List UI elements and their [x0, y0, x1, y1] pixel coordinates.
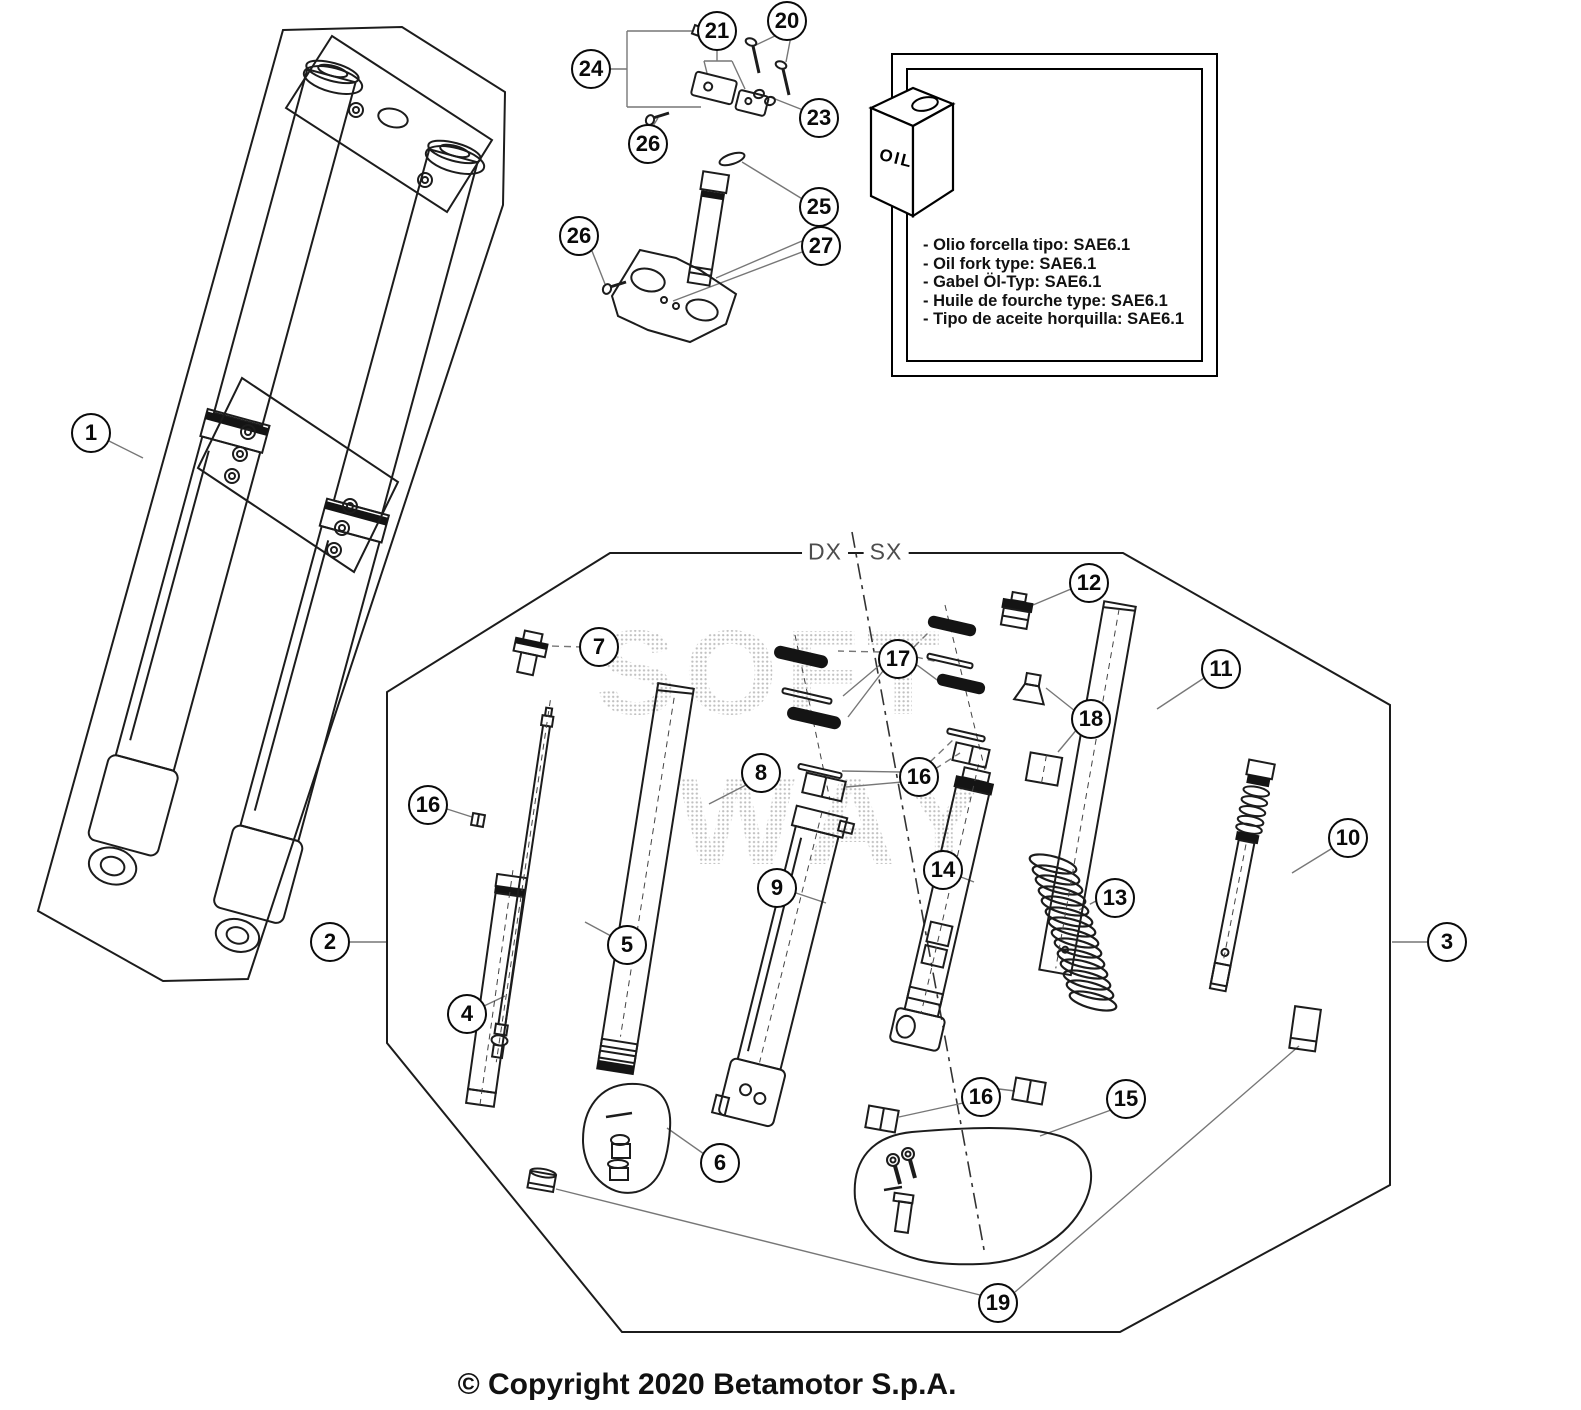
callout-24: 24 [571, 49, 611, 89]
callout-1: 1 [71, 413, 111, 453]
callout-7: 7 [579, 627, 619, 667]
oil-spec-line: - Gabel Öl-Typ: SAE6.1 [923, 273, 1102, 292]
oil-spec-line: - Olio forcella tipo: SAE6.1 [923, 236, 1131, 254]
part-12-cap [999, 590, 1034, 631]
callout-15: 15 [1106, 1079, 1146, 1119]
part-16-bushing-b [1011, 1076, 1047, 1106]
callout-16: 16 [961, 1077, 1001, 1117]
copyright-line: © Copyright 2020 Betamotor S.p.A. [457, 1368, 957, 1401]
part-13-spring [1028, 853, 1118, 1012]
part-16-bushing-a [864, 1104, 900, 1134]
oil-spec-inner-frame: OIL - Olio forcella tipo: SAE6.1 - Oil f… [868, 68, 1203, 362]
oil-spec-box: OIL - Olio forcella tipo: SAE6.1 - Oil f… [868, 53, 1218, 377]
oil-spec-lines: - Olio forcella tipo: SAE6.1 - Oil fork … [923, 236, 1184, 329]
callout-14: 14 [923, 850, 963, 890]
callout-23: 23 [799, 98, 839, 138]
callout-27: 27 [801, 226, 841, 266]
dx-sx-divider-line [851, 531, 986, 1256]
oil-spec-line: - Tipo de aceite horquilla: SAE6.1 [923, 310, 1185, 329]
callout-4: 4 [447, 994, 487, 1034]
callout-8: 8 [741, 753, 781, 793]
label-dx: DX [802, 538, 848, 566]
label-sx: SX [863, 538, 909, 566]
fork-assembly-drawing [36, 25, 507, 983]
part-14-cartridge [889, 764, 995, 1052]
part-9-slider-leg [710, 804, 856, 1128]
part-11-outer-tube [1038, 600, 1137, 977]
steering-stem-drawing [591, 23, 805, 344]
part-17-ring-stack-right [926, 604, 991, 771]
callout-20: 20 [767, 1, 807, 41]
callout-16: 16 [899, 757, 939, 797]
callout-11: 11 [1201, 649, 1241, 689]
callout-17: 17 [878, 639, 918, 679]
callout-18: 18 [1071, 699, 1111, 739]
part-19-cylinder [1288, 1005, 1323, 1053]
callout-26: 26 [559, 216, 599, 256]
part-17-ring-stack-left [774, 634, 847, 803]
callout-2: 2 [310, 922, 350, 962]
callout-10: 10 [1328, 818, 1368, 858]
oil-spec-line: - Huile de fourche type: SAE6.1 [923, 291, 1168, 310]
part-10-damper-rod [1208, 758, 1276, 993]
callout-13: 13 [1095, 878, 1135, 918]
part-15-group [853, 1127, 1093, 1266]
callout-5: 5 [607, 925, 647, 965]
part-16-nut [469, 811, 487, 829]
callout-21: 21 [697, 11, 737, 51]
part-19-cup [526, 1167, 558, 1194]
callout-12: 12 [1069, 563, 1109, 603]
part-8-outer-tube [596, 682, 695, 1076]
callout-26: 26 [628, 124, 668, 164]
callout-16: 16 [408, 785, 448, 825]
part-18-bushing [1024, 751, 1064, 787]
part-6-group [581, 1082, 672, 1194]
callout-25: 25 [799, 187, 839, 227]
oil-can-icon: OIL [868, 86, 956, 219]
part-18-cone [1012, 671, 1046, 706]
oil-spec-line: - Oil fork type: SAE6.1 [923, 254, 1097, 273]
callout-19: 19 [978, 1283, 1018, 1323]
callout-3: 3 [1427, 922, 1467, 962]
callout-9: 9 [757, 868, 797, 908]
callout-6: 6 [700, 1143, 740, 1183]
part-7-fork-cap [512, 629, 549, 677]
